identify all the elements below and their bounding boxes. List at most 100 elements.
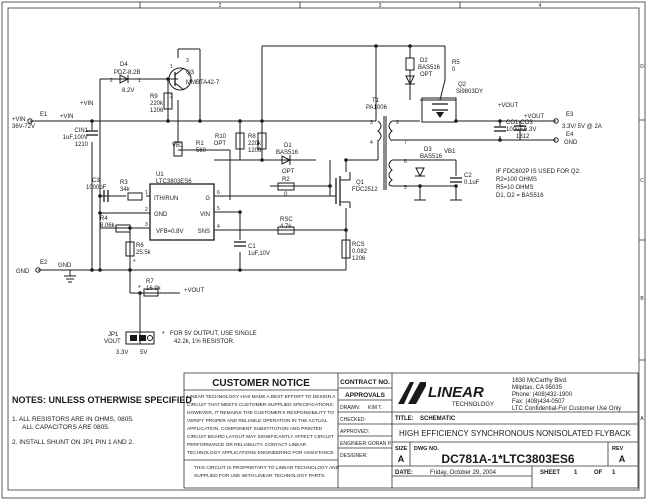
t1-p6: 6 [404,159,407,165]
cin1-size: 1210 [75,142,89,148]
fdc-note-2: R2=100 OHMS [496,177,537,183]
vout-net-label: +VOUT [184,288,205,294]
rcs-size: 1206 [352,256,366,262]
r3-value: 34k [120,187,131,193]
designer-label: DESIGNER: [340,453,368,459]
c3-ref: C3 [92,178,100,184]
r9-size: 1206 [150,108,164,114]
e3-ref: E3 [566,112,574,118]
q1-mosfet-symbol [330,172,351,208]
customer-notice-title: CUSTOMER NOTICE [212,378,310,389]
title-value: SCHEMATIC [420,416,456,422]
r9-ref: R9 [150,94,158,100]
rev-label: REV [612,446,624,452]
checked-label: CHECKED: [340,417,366,423]
fdc-note-3: R5=10 OHMS [496,185,534,191]
r4-value: 8.06k [100,223,116,229]
svg-text:APPLICATION. COMPONENT SUBSTIT: APPLICATION. COMPONENT SUBSTITUTION AND … [187,426,323,432]
u1-n6: 6 [217,190,220,196]
gnd-net: GND [58,263,72,269]
rsc-value: 4.7k [280,224,292,230]
note-5v-line2: 42.2k, 1% RESISTOR. [174,339,235,345]
vb1a-label: VB1 [172,143,184,149]
logo-text: LINEAR [428,384,484,401]
c1-value: 1uF,10V [248,251,270,257]
t1-p5: 5 [404,185,407,191]
size-value: A [398,454,405,464]
q2-value: Si9803DY [456,89,483,95]
zone-label-top-2: 2 [219,3,222,9]
size-label: SIZE [395,446,408,452]
q2-ref: Q2 [458,82,467,88]
e1-ref: E1 [40,112,48,118]
company-address: 1630 McCarthy Blvd. Milpitas, CA 95035 P… [512,378,621,412]
vin-net-1: +VIN [60,114,74,120]
engineer-value: GORAN P. [368,441,392,447]
zone-label-right-a: A [640,416,644,422]
rsc-ref: RSC [280,217,293,223]
t1-p4: 4 [370,140,373,146]
d4-zener-symbol [119,74,130,84]
r3-ref: R3 [120,180,128,186]
note-1-line2: ALL CAPACITORS ARE 0805. [22,424,110,431]
d3-value: BAS516 [420,154,443,160]
co1-value: 100uF,6.3V [506,127,536,133]
r7-value: 16.9k [146,286,162,292]
fdc-note-4: D1, D2 = BAS516 [496,193,544,199]
r5-value: 0 [452,67,456,73]
contract-no-label: CONTRACT NO. [340,379,390,386]
dwg-value: DC781A-1*LTC3803ES6 [441,452,574,466]
e1-label: 36V-72V [12,124,35,130]
q3-pin1: 1 [170,64,173,70]
diode-symbols [281,75,425,178]
r2-ref: R2 [282,177,290,183]
t1-transformer-symbol [377,116,393,190]
cin1-value: 1uF,100V [63,135,88,141]
u1-pin-gnd: GND [154,212,168,218]
approved-label: APPROVED: [340,429,369,435]
d4-pin2: 2 [110,78,113,84]
note-star: * [162,331,165,338]
inner-frame [7,7,640,491]
svg-text:LTC Confidential-For Customer: LTC Confidential-For Customer Use Only [512,406,621,412]
drawn-label: DRAWN: [340,405,360,411]
c2-value: 0.1uF [464,180,480,186]
u1-ic-box [149,183,215,241]
jp1-ref: JP1 [108,332,119,338]
e4-ref: E4 [566,132,574,138]
u1-pin-ith: ITH/RUN [154,196,178,202]
sheet-value: 1 [574,470,578,476]
svg-text:HOWEVER, IT REMAINS THE CUSTOM: HOWEVER, IT REMAINS THE CUSTOMER'S RESPO… [187,410,334,416]
d4-value: PDZ-8.2B [114,70,140,76]
d4-voltage: 8.2V [122,88,134,94]
ground-symbols [64,196,462,283]
r4-ref: R4 [100,216,108,222]
zone-label-right-c: C [640,178,644,184]
d4-pin1: 1 [138,78,141,84]
date-value: Friday, October 29, 2004 [430,470,497,476]
u1-n5: 5 [217,206,220,212]
jp1-opt2: 5V [140,350,147,356]
r8-value: 220k [248,141,262,147]
c2-ref: C2 [464,173,472,179]
t1-value: PA1006 [366,105,388,111]
main-title: HIGH EFFICIENCY SYNCHRONOUS NONISOLATED … [399,429,632,438]
note-1-line1: 1. ALL RESISTORS ARE IN OHMS, 0805. [12,416,134,423]
customer-notice-body: LINEAR TECHNOLOGY HAS MADE A BEST EFFORT… [187,394,340,479]
e3-label: 3.3V/ 5V @ 2A [562,124,602,130]
t1-ref: T1 [372,98,380,104]
jp1-label: VOUT [104,339,121,345]
q1-value: FDC2512 [352,187,378,193]
sheet-label: SHEET [540,470,560,476]
q3-ref: Q3 [186,70,195,76]
u1-n2: 2 [145,207,148,213]
r7-ref: R7 [146,279,154,285]
of-value: 1 [612,470,616,476]
q3-transistor-symbol [168,67,192,91]
rev-value: A [619,454,626,464]
svg-text:PERFORMANCE OR RELIABILITY. CO: PERFORMANCE OR RELIABILITY. CONTACT LINE… [187,442,307,448]
d2-value: BAS516 [418,65,441,71]
c1-ref: C1 [248,244,256,250]
d1a-ref: D1 [284,143,292,149]
